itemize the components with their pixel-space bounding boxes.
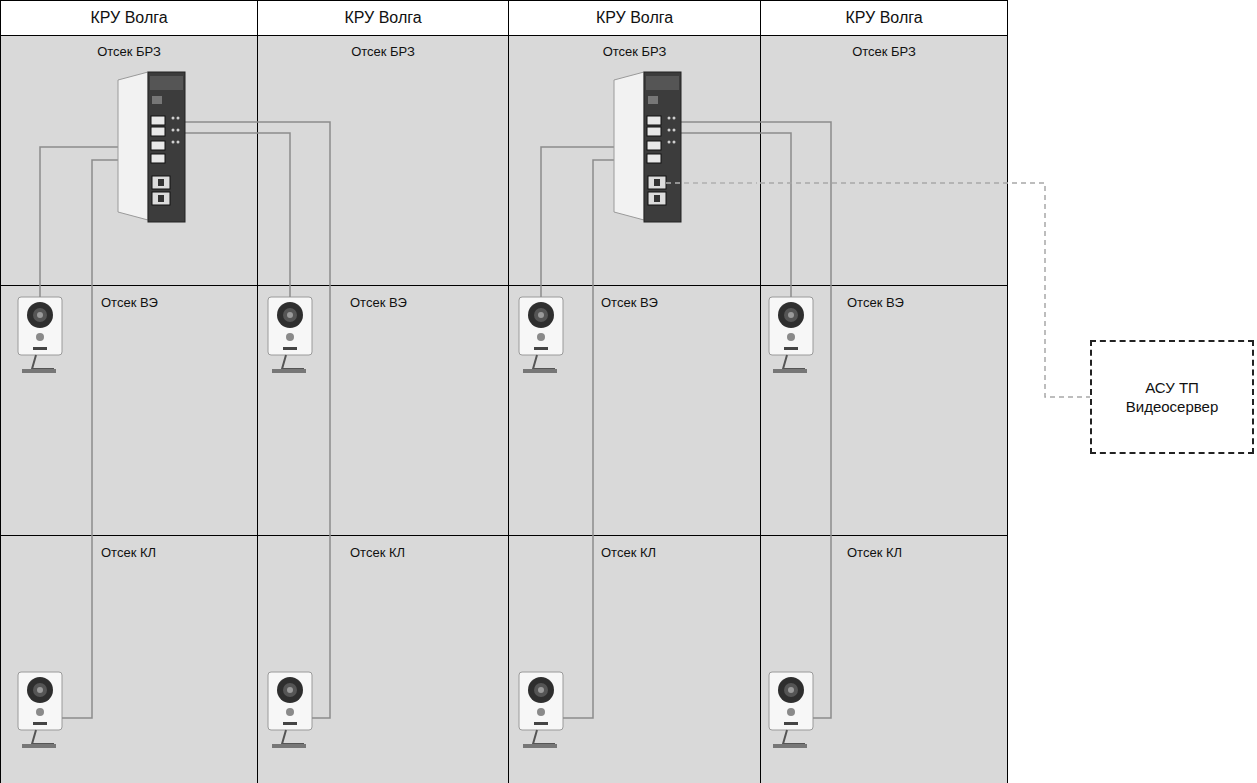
- ip-camera: [769, 672, 813, 748]
- compartment-label: Отсек КЛ: [847, 545, 902, 560]
- ip-camera: [519, 297, 563, 373]
- switchgear-cell: КРУ ВолгаОтсек БРЗ Отсек ВЭ Отсек КЛ: [257, 0, 509, 783]
- cell-title: КРУ Волга: [509, 1, 760, 35]
- compartment-label: Отсек ВЭ: [350, 295, 407, 310]
- ethernet-wire: [661, 133, 791, 297]
- ethernet-wire: [165, 122, 330, 718]
- ethernet-wire: [165, 133, 290, 297]
- switchgear-cell: КРУ ВолгаОтсек БРЗ Отсек ВЭ Отсек КЛ: [760, 0, 1008, 783]
- compartment-label: Отсек БРЗ: [351, 44, 415, 59]
- ethernet-wire: [40, 147, 151, 297]
- compartment: Отсек ВЭ: [258, 285, 508, 535]
- compartment-label: Отсек КЛ: [350, 545, 405, 560]
- compartment: Отсек ВЭ: [761, 285, 1007, 535]
- cell-title: КРУ Волга: [761, 1, 1007, 35]
- switchgear-cell: КРУ ВолгаОтсек БРЗ Отсек ВЭ Отсек КЛ: [508, 0, 761, 783]
- compartment: Отсек КЛ: [509, 535, 760, 783]
- ip-camera: [268, 672, 312, 748]
- compartment: Отсек БРЗ: [258, 35, 508, 285]
- ethernet-wire: [563, 160, 647, 718]
- ip-camera: [18, 297, 62, 373]
- compartment: Отсек БРЗ: [509, 35, 760, 285]
- compartment-label: Отсек БРЗ: [603, 44, 667, 59]
- ip-camera: [769, 297, 813, 373]
- ip-camera: [519, 672, 563, 748]
- compartment: Отсек КЛ: [1, 535, 257, 783]
- compartment-label: Отсек ВЭ: [847, 295, 904, 310]
- network-switch: [614, 72, 681, 222]
- network-switch: [118, 72, 185, 222]
- compartment-label: Отсек БРЗ: [97, 44, 161, 59]
- switchgear-cell: КРУ ВолгаОтсек БРЗ Отсек ВЭ Отсек КЛ: [0, 0, 258, 783]
- uplink-stub: [666, 182, 757, 184]
- cell-title: КРУ Волга: [258, 1, 508, 35]
- compartment: Отсек ВЭ: [1, 285, 257, 535]
- compartment: Отсек КЛ: [258, 535, 508, 783]
- server-label: АСУ ТП Видеосервер: [1120, 378, 1224, 416]
- compartment-label: Отсек КЛ: [101, 545, 156, 560]
- ethernet-wire: [661, 122, 831, 718]
- compartment-label: Отсек ВЭ: [601, 295, 658, 310]
- compartment: Отсек БРЗ: [1, 35, 257, 285]
- compartment: Отсек КЛ: [761, 535, 1007, 783]
- ip-camera: [268, 297, 312, 373]
- compartment-label: Отсек КЛ: [601, 545, 656, 560]
- compartment: Отсек БРЗ: [761, 35, 1007, 285]
- compartment: Отсек ВЭ: [509, 285, 760, 535]
- network-link: [760, 183, 1090, 397]
- cell-title: КРУ Волга: [1, 1, 257, 35]
- ethernet-wire: [62, 160, 151, 718]
- compartment-label: Отсек ВЭ: [101, 295, 158, 310]
- video-server-box: АСУ ТП Видеосервер: [1090, 340, 1254, 454]
- ip-camera: [18, 672, 62, 748]
- ethernet-wire: [541, 147, 647, 297]
- compartment-label: Отсек БРЗ: [852, 44, 916, 59]
